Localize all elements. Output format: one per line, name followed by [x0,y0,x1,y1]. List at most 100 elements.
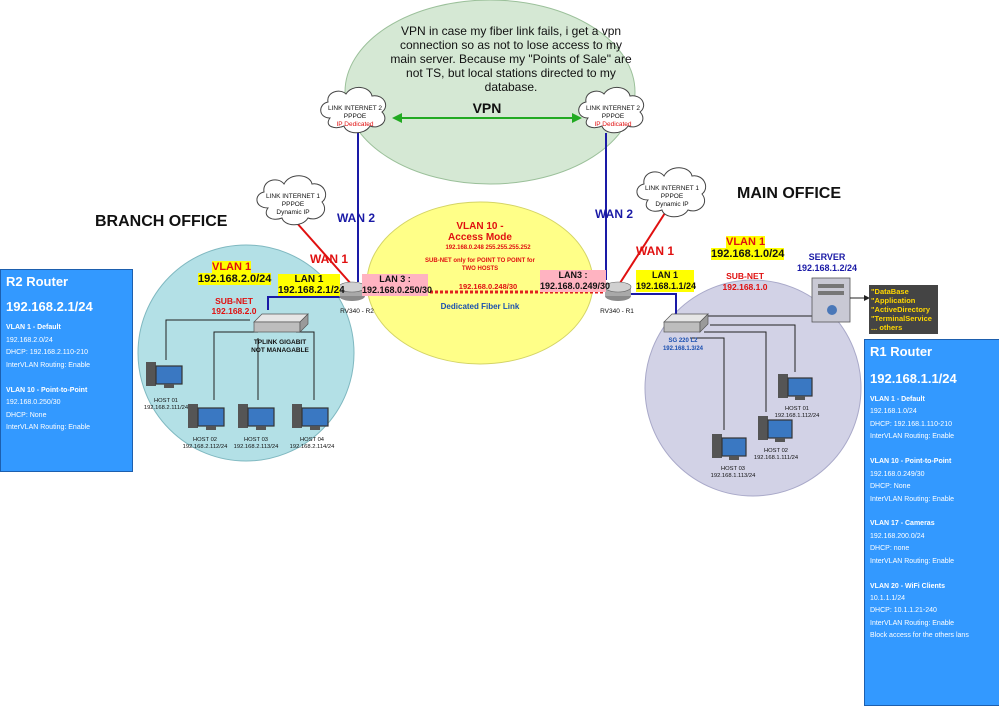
branch-host-02-ip: 192.168.2.112/24 [183,444,228,450]
main-host-03-ip: 192.168.1.113/24 [711,473,756,479]
r1-panel-row: DHCP: none [870,545,910,553]
cloud-main-link1-line3: Dynamic IP [655,201,688,208]
vpn-note-ellipse [344,0,636,185]
main-vlan-network: 192.168.1.0/24 [711,248,785,260]
server-icon [811,277,851,323]
cloud-branch-link1-line1: LINK INTERNET 1 [266,193,320,200]
branch-host-03-ip: 192.168.2.113/24 [234,444,279,450]
r2-panel-row: InterVLAN Routing: Enable [6,361,91,369]
main-lan1-label: LAN 1 [651,270,678,280]
cloud-branch-link2-line2: PPPOE [344,113,367,120]
branch-host-02-name: HOST 02 [193,437,217,443]
cloud-main-link2-line3: IP Dedicated [594,121,631,128]
r2-router-panel: R2 Router 192.168.2.1/24 VLAN 1 - Defaul… [0,269,133,472]
main-host-01-icon [778,374,813,400]
server-service-application: "Application [871,296,916,305]
cloud-main-link1 [636,167,707,218]
r1-panel-row: InterVLAN Routing: Enable [870,495,955,503]
branch-host-03-icon [238,404,275,430]
cloud-branch-link2-line3: IP Dedicated [336,121,373,128]
wan1-line-branch [295,221,353,286]
cloud-branch-link2 [320,87,387,134]
vpn-arrow-head-left [392,113,402,123]
r1-panel-row: 10.1.1.1/24 [870,595,906,602]
r2-panel-section-heading: VLAN 10 - Point-to-Point [6,386,88,394]
branch-host-01-name: HOST 01 [154,398,178,404]
branch-lan1-label: LAN 1 [294,274,324,285]
r1-panel-row [865,506,999,518]
main-wan1-label: WAN 1 [636,244,674,258]
branch-host-04-ip: 192.168.2.114/24 [290,444,335,450]
branch-host-01-icon [146,362,183,388]
branch-vlan-label: VLAN 1 [212,261,252,273]
server-service-others: ... others [871,323,903,332]
r2-panel-row: 192.168.2.0/24 [6,336,53,344]
router-r2-icon [338,281,366,301]
r2-panel-row: DHCP: 192.168.2.110-210 [6,349,88,356]
main-host-02-icon [758,416,793,442]
r1-panel-row: InterVLAN Routing: Enable [870,557,955,565]
server-label: SERVER [809,252,846,262]
r1-panel-section-heading: VLAN 20 - WiFi Clients [870,582,946,590]
branch-host-01-ip: 192.168.2.111/24 [144,405,189,411]
branch-switch-icon [253,313,309,333]
main-office-title: MAIN OFFICE [737,185,841,202]
r1-panel-row: DHCP: 10.1.1.21-240 [870,607,937,615]
branch-wan2-label: WAN 2 [337,211,375,225]
r2-panel-section-heading: VLAN 1 - Default [6,324,61,331]
r2-panel-row: 192.168.0.250/30 [6,399,61,406]
vlan10-title-line2: Access Mode [448,232,512,243]
r2-panel-row: DHCP: None [6,411,47,419]
branch-switch-label2: NOT MANAGABLE [251,347,309,354]
fiber-link-label: Dedicated Fiber Link [441,302,520,311]
server-service-database: "DataBase [871,287,909,296]
r1-panel-title: R1 Router [870,344,933,359]
r1-panel-row: DHCP: 192.168.1.110-210 [870,420,952,428]
cloud-branch-link1 [256,175,327,226]
branch-subnet-label: SUB-NET [215,296,254,306]
r1-panel-row: InterVLAN Routing: Enable [870,433,955,441]
r1-panel-row [865,568,999,580]
main-subnet-label: SUB-NET [726,271,765,281]
router-r1-icon [604,281,632,301]
cloud-branch-link1-line3: Dynamic IP [276,209,309,216]
server-service-activedirectory: "ActiveDirectory [871,305,930,314]
main-switch-label2: 192.168.1.3/24 [663,346,704,352]
main-host-03-icon [712,434,747,460]
server-services-box: "DataBase "Application "ActiveDirectory … [869,285,938,334]
branch-switch-links [165,319,315,400]
main-subnet-value: 192.168.1.0 [723,282,768,292]
r1-panel-row [865,444,999,456]
vlan10-mask: 192.168.0.248 255.255.255.252 [445,245,531,251]
router-r2-label: RV340 - R2 [340,308,374,315]
vlan10-subnet-line1: SUB-NET only for POINT TO POINT for [425,258,536,264]
branch-lan3-label: LAN 3 : [379,274,411,284]
branch-host-04-name: HOST 04 [300,437,325,443]
cloud-main-link1-line1: LINK INTERNET 1 [645,185,699,192]
main-host-02-ip: 192.168.1.111/24 [754,455,799,461]
main-switch-icon [663,313,709,333]
branch-wan1-label: WAN 1 [310,252,348,266]
cloud-main-link2-line1: LINK INTERNET 2 [586,105,640,112]
r1-panel-section-heading: VLAN 10 - Point-to-Point [870,458,952,466]
r1-router-panel: R1 Router 192.168.1.1/24 VLAN 1 - Defaul… [864,339,999,706]
vlan10-network: 192.168.0.248/30 [459,282,517,291]
cloud-branch-link2-line1: LINK INTERNET 2 [328,105,382,112]
cloud-main-link2 [578,87,645,134]
r1-panel-row: 192.168.200.0/24 [870,532,925,540]
server-services-arrowhead [864,295,870,301]
branch-host-02-icon [188,404,225,430]
cloud-main-link2-line2: PPPOE [602,113,625,120]
main-switch-label1: SG 220 L2 [668,338,698,344]
vlan10-subnet-line2: TWO HOSTS [462,266,498,272]
main-lan1-ip: 192.168.1.1/24 [636,281,697,291]
r2-panel-title: R2 Router [6,274,69,289]
vpn-note-text: VPN in case my fiber link fails, i get a… [390,24,632,94]
r2-panel-row [1,372,132,385]
branch-office-title: BRANCH OFFICE [95,213,228,230]
main-lan3-label: LAN3 : [558,270,588,280]
branch-subnet-value: 192.168.2.0 [212,306,257,316]
r1-panel-row: InterVLAN Routing: Enable [870,619,955,627]
